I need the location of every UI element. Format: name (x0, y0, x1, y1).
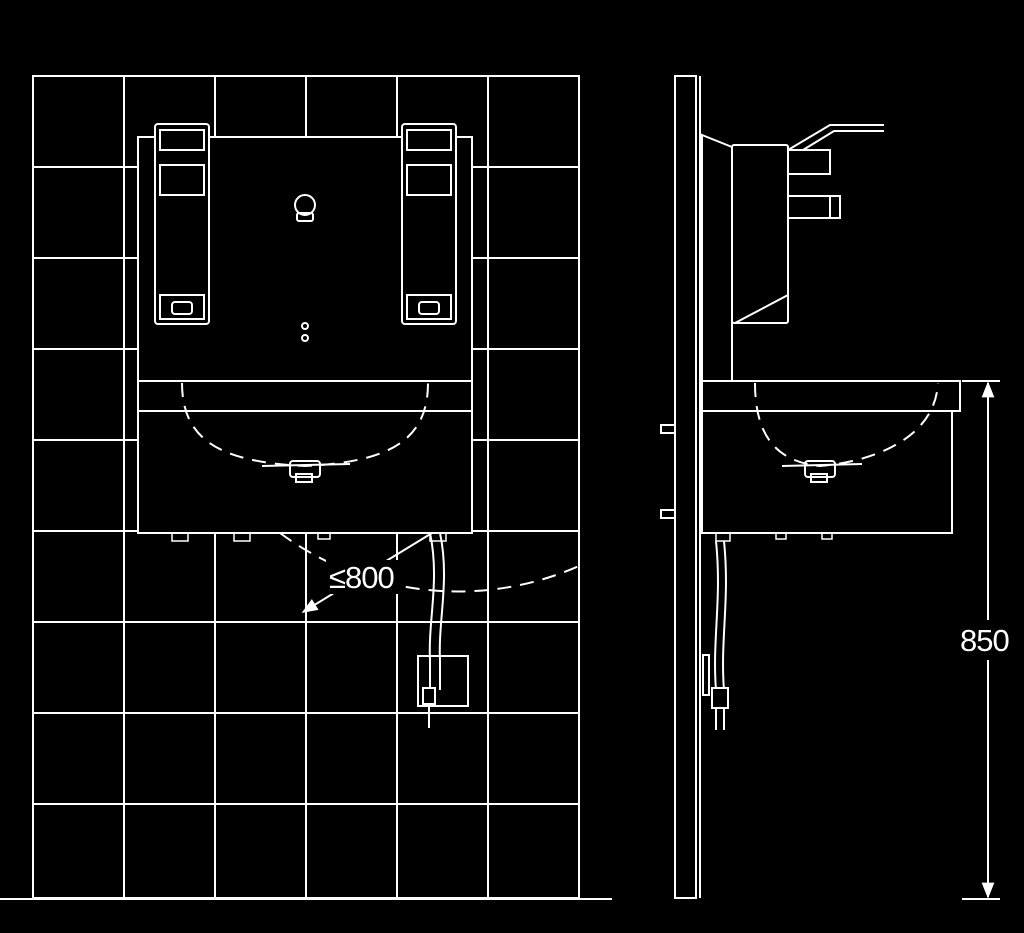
front-view: ≤800 (0, 75, 612, 900)
power-cable-side (702, 540, 729, 730)
sensor-faucet (294, 194, 316, 342)
dispenser-housing-side (701, 124, 884, 383)
reach-radius-arc (279, 532, 580, 593)
height-dimension: 850 (958, 380, 1018, 900)
wall-section (660, 75, 701, 899)
mounting-height-label: 850 (960, 623, 1009, 658)
soap-dispenser-left (154, 123, 210, 325)
soap-dispenser-right (401, 123, 457, 325)
reach-radius-label: ≤800 (329, 560, 394, 595)
side-view: 850 (660, 75, 1018, 900)
power-cable-front (417, 532, 469, 728)
basin-side (701, 380, 961, 542)
basin-front (137, 380, 473, 542)
